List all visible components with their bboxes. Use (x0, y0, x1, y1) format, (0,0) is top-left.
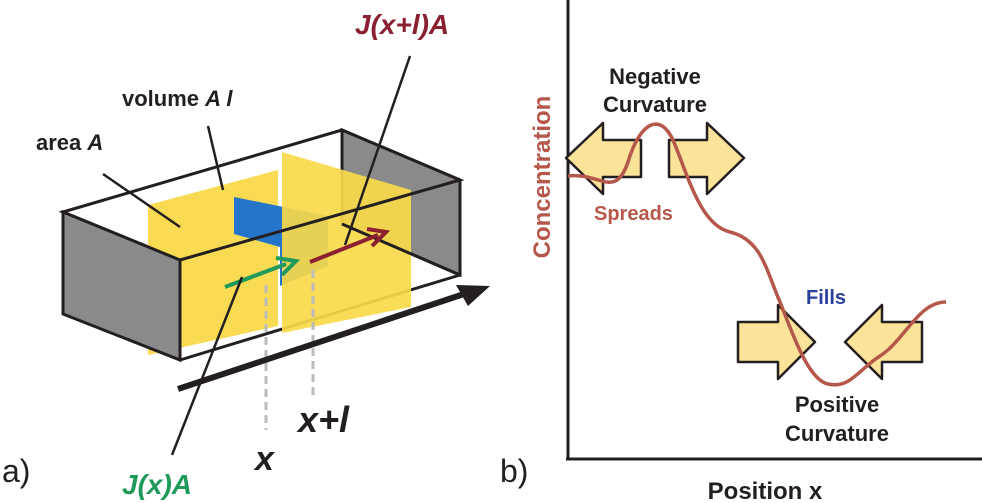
concentration-curve (567, 122, 947, 387)
box-front-top-edge (179, 178, 461, 262)
label-volume: volume A l (122, 86, 233, 111)
label-positive: Positive (795, 392, 879, 417)
panel-label-a: a) (2, 453, 30, 489)
label-area: area A (36, 130, 103, 155)
leader-flux-in (170, 276, 244, 456)
position-axis-arrow (177, 285, 490, 392)
panel-label-b: b) (500, 453, 528, 489)
label-negative: Negative (609, 64, 701, 89)
label-curvature-bottom: Curvature (785, 421, 889, 446)
label-x: x (253, 440, 276, 478)
fill-arrow-left (736, 303, 817, 381)
flux-out-arrow (309, 227, 391, 264)
label-curvature-top: Curvature (603, 92, 707, 117)
panel-b: Negative Curvature Spreads Fills Positiv… (500, 0, 982, 503)
axis-x-label: Position x (708, 478, 823, 503)
leader-area (102, 172, 181, 229)
flux-in-arrow (224, 256, 301, 289)
box-floor-left (341, 222, 461, 277)
leader-volume (206, 125, 225, 191)
leader-flux-out (343, 55, 412, 246)
label-flux-in: J(x)A (122, 469, 192, 500)
label-x-plus-l: x+l (296, 399, 350, 440)
axis-y-label: Concentration (529, 96, 556, 259)
label-flux-out: J(x+l)A (355, 9, 449, 40)
label-fills: Fills (806, 287, 846, 309)
label-spreads: Spreads (594, 203, 673, 225)
box-left-end-face (61, 209, 182, 363)
panel-a: volume A l area A J(x+l)A J(x)A x x+l a) (2, 9, 490, 500)
fill-arrow-right (843, 303, 924, 381)
